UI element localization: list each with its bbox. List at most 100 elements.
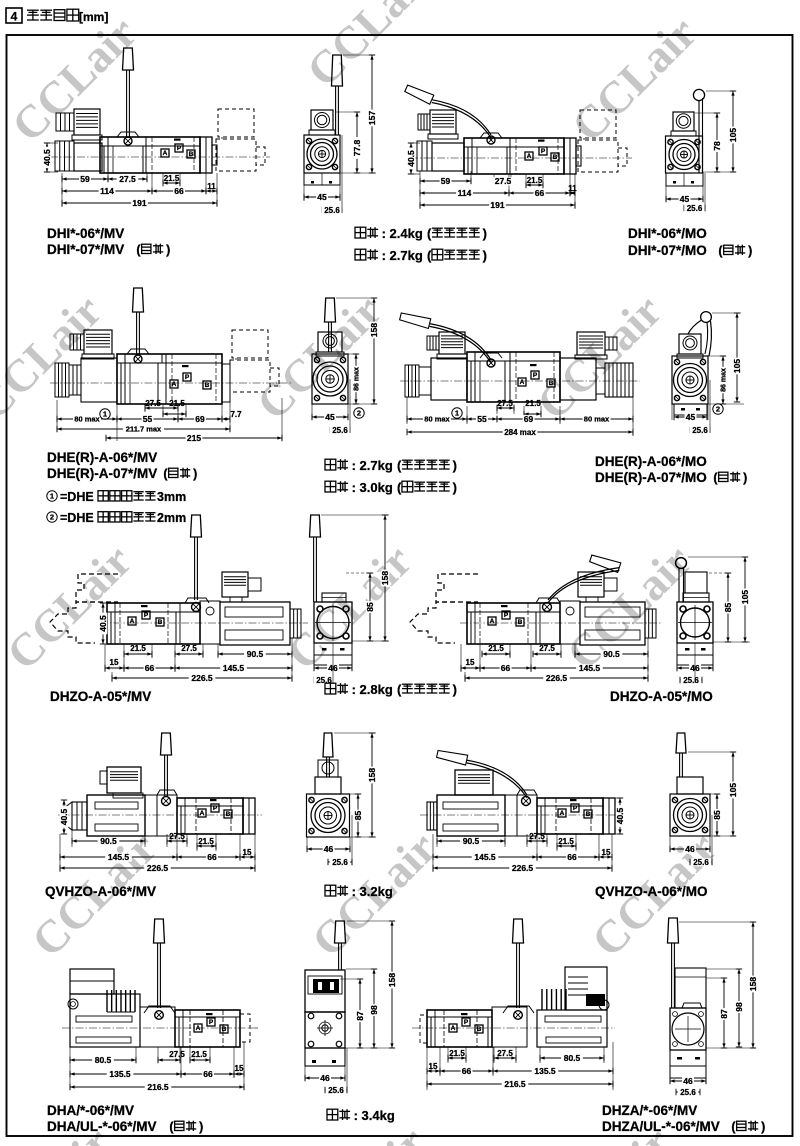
svg-text:21.5: 21.5 [191, 1050, 207, 1059]
svg-text:25.6: 25.6 [324, 206, 340, 215]
svg-text:66: 66 [207, 852, 217, 862]
svg-text:66: 66 [501, 663, 511, 673]
svg-text:21.5: 21.5 [558, 837, 574, 846]
svg-text:): ) [483, 248, 487, 263]
svg-text:46: 46 [324, 844, 334, 854]
svg-text:3mm: 3mm [157, 490, 186, 504]
svg-text:A: A [490, 618, 495, 625]
svg-text:46: 46 [685, 844, 695, 854]
svg-text:21.5: 21.5 [488, 644, 504, 653]
svg-text:25.6: 25.6 [328, 1086, 344, 1095]
svg-text:): ) [453, 480, 457, 495]
svg-text:55: 55 [143, 414, 153, 424]
svg-text:80 max: 80 max [424, 415, 450, 424]
svg-text:21.5: 21.5 [169, 399, 185, 408]
svg-text:25.6: 25.6 [332, 858, 348, 867]
svg-text:158: 158 [367, 768, 377, 782]
svg-text:A: A [130, 618, 135, 625]
svg-text:25.6: 25.6 [693, 858, 709, 867]
svg-text:85: 85 [723, 603, 733, 613]
svg-text:25.6: 25.6 [692, 426, 708, 435]
svg-text:): ) [761, 1120, 765, 1134]
svg-text:P: P [541, 148, 546, 155]
svg-text:2mm: 2mm [157, 511, 186, 525]
svg-text:216.5: 216.5 [147, 1082, 169, 1092]
svg-text:114: 114 [458, 188, 472, 198]
svg-text:66: 66 [462, 1066, 472, 1076]
svg-text:158: 158 [380, 571, 390, 585]
svg-text:15: 15 [235, 1064, 244, 1073]
svg-text:): ) [166, 243, 170, 257]
svg-text:QVHZO-A-06*/MO: QVHZO-A-06*/MO [595, 884, 708, 899]
svg-text:80 max: 80 max [584, 415, 610, 424]
svg-text:21.5: 21.5 [527, 176, 543, 185]
svg-text:226.5: 226.5 [546, 673, 568, 683]
svg-text:90.5: 90.5 [603, 649, 620, 659]
svg-text:2: 2 [50, 513, 54, 522]
svg-text:66: 66 [203, 1069, 213, 1079]
svg-text:P: P [177, 145, 182, 152]
svg-text:45: 45 [325, 412, 335, 422]
svg-text:21.5: 21.5 [164, 174, 180, 183]
svg-text:2: 2 [357, 409, 361, 418]
svg-text:27.5: 27.5 [495, 176, 512, 186]
svg-text:215: 215 [187, 433, 201, 443]
svg-text:27.5: 27.5 [169, 832, 185, 841]
svg-text:11: 11 [568, 184, 577, 193]
svg-text:27.5: 27.5 [497, 1049, 513, 1058]
svg-text:(: ( [713, 471, 718, 485]
svg-text:: 3.0kg: : 3.0kg [352, 480, 393, 495]
svg-text:11: 11 [207, 182, 216, 191]
svg-text:: 2.8kg: : 2.8kg [352, 682, 393, 697]
svg-text:P: P [209, 1019, 214, 1026]
svg-text:DHA/UL-*-06*/MV: DHA/UL-*-06*/MV [47, 1119, 157, 1134]
svg-text:191: 191 [132, 198, 146, 208]
svg-text:DHE(R)-A-06*/MV: DHE(R)-A-06*/MV [47, 450, 157, 465]
svg-text:): ) [199, 1120, 203, 1134]
svg-text:21.5: 21.5 [525, 399, 541, 408]
svg-text:: 2.4kg: : 2.4kg [382, 226, 423, 241]
svg-text:145.5: 145.5 [579, 663, 601, 673]
svg-text:66: 66 [174, 186, 184, 196]
svg-text:27.5: 27.5 [497, 399, 513, 408]
svg-text:45: 45 [680, 194, 690, 204]
svg-text:105: 105 [728, 128, 738, 142]
svg-text:78: 78 [712, 141, 722, 151]
svg-text:55: 55 [477, 414, 487, 424]
svg-text:(: ( [397, 480, 402, 495]
svg-text:80.5: 80.5 [95, 1055, 112, 1065]
svg-text:226.5: 226.5 [191, 673, 213, 683]
svg-text:98: 98 [734, 1002, 744, 1012]
svg-text:A: A [520, 379, 525, 386]
svg-text:7.7: 7.7 [230, 410, 242, 419]
svg-text:=DHE: =DHE [60, 490, 94, 504]
svg-text:P: P [144, 612, 149, 619]
svg-text:DHI*-07*/MO: DHI*-07*/MO [628, 243, 707, 258]
svg-text:A: A [451, 1025, 456, 1032]
svg-text:85: 85 [712, 810, 722, 820]
svg-text:): ) [483, 226, 487, 241]
svg-text:P: P [504, 612, 509, 619]
svg-text:27.5: 27.5 [181, 644, 197, 653]
svg-text:80.5: 80.5 [564, 1053, 581, 1063]
svg-text:27.5: 27.5 [119, 174, 136, 184]
svg-text:B: B [226, 811, 231, 818]
svg-text:P: P [573, 805, 578, 812]
svg-text:(: ( [163, 467, 168, 481]
svg-text:27.5: 27.5 [145, 399, 161, 408]
svg-text:DHI*-06*/MO: DHI*-06*/MO [628, 226, 707, 241]
svg-text:B: B [205, 382, 210, 389]
svg-text:21.5: 21.5 [449, 1049, 465, 1058]
svg-text:114: 114 [100, 186, 114, 196]
svg-text:105: 105 [732, 359, 742, 373]
svg-text:1: 1 [455, 409, 459, 418]
svg-text:216.5: 216.5 [504, 1079, 526, 1089]
svg-text:90.5: 90.5 [100, 836, 117, 846]
svg-text:): ) [748, 244, 752, 258]
svg-text:15: 15 [466, 658, 475, 667]
svg-text:90.5: 90.5 [247, 649, 264, 659]
svg-text:59: 59 [80, 174, 90, 184]
svg-text:QVHZO-A-06*/MV: QVHZO-A-06*/MV [45, 884, 156, 899]
svg-text:90.5: 90.5 [463, 836, 480, 846]
svg-text:(: ( [136, 243, 141, 257]
